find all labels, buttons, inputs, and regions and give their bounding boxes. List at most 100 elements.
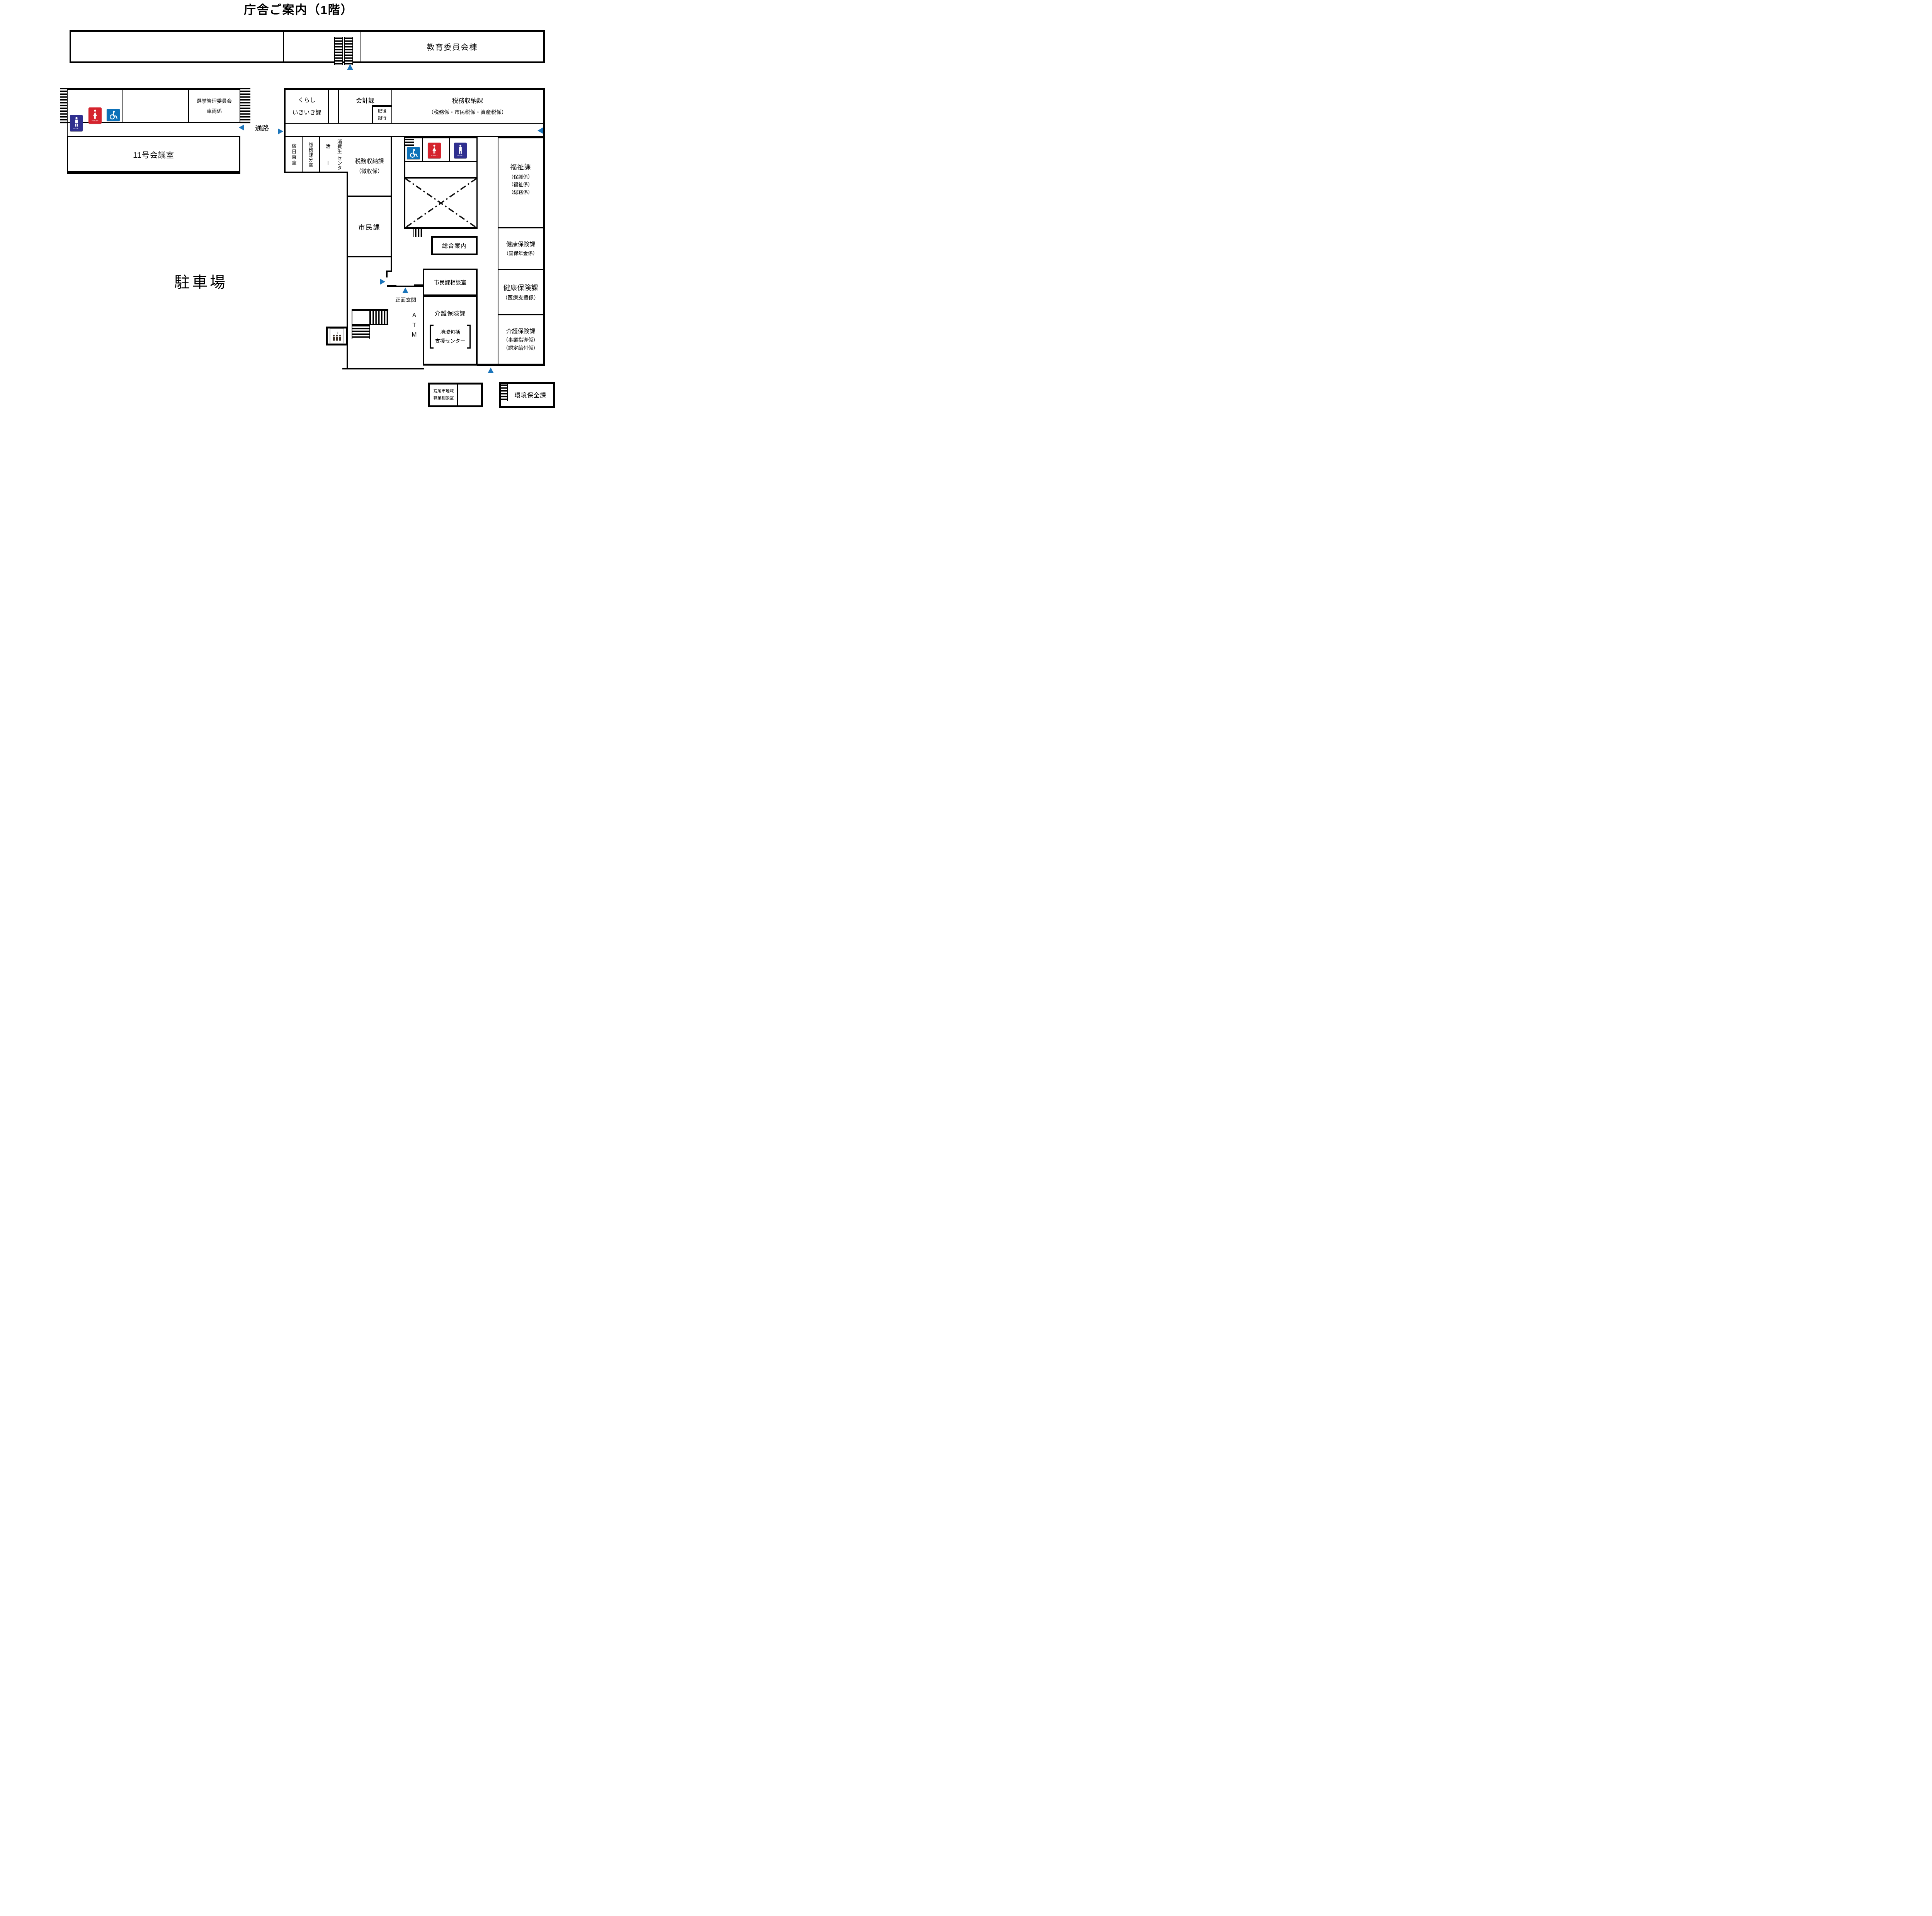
room-education-wing: 教育委員会棟: [427, 43, 478, 52]
environment-block: 環境保全課: [499, 382, 555, 408]
east-wing-column: 福祉課 （保護係） （福祉係） （総務係） 健康保険課 （国保年金係） 健康保険…: [498, 137, 543, 364]
education-wing-building: 教育委員会棟: [70, 30, 545, 63]
room-label: 税務収納課: [452, 98, 483, 105]
room-tax-main: 税務収納課 （税務係・市民税係・資産税係）: [392, 90, 543, 123]
toilet-sign-label: TOILET: [457, 154, 464, 157]
wall: [67, 123, 68, 136]
stairs-hatch: [352, 325, 370, 339]
room-citizen: 市民課: [358, 223, 381, 231]
room-label: 介護保険課: [434, 310, 466, 317]
wall: [338, 90, 339, 123]
room-kaigo-insurance: 介護保険課 地域包括 支援センター: [423, 296, 478, 366]
room-night-duty: 宿日直室: [291, 143, 296, 166]
wheelchair-access-icon: [107, 109, 120, 121]
room-label: （事業指導係）: [503, 337, 538, 343]
wall: [449, 138, 450, 161]
room-label: 福祉課: [510, 163, 531, 171]
elevator-people-icon: [332, 334, 341, 341]
womens-toilet-icon: TOILET: [428, 143, 441, 158]
womens-toilet-icon: TOILET: [88, 107, 102, 124]
toilet-sign-label: TOILET: [73, 127, 80, 129]
wall: [387, 285, 396, 287]
wall: [457, 385, 458, 405]
room-citizen-consult: 市民課相談室: [423, 269, 478, 296]
atm-letter: A: [412, 312, 417, 319]
room-tax-collection: 税務収納課 （徴収係）: [348, 137, 391, 196]
wall: [284, 172, 348, 173]
main-entrance-label: 正面玄関: [395, 297, 416, 303]
room-label: 支援センター: [435, 338, 465, 344]
wall: [284, 136, 545, 137]
room-label: センター: [325, 155, 342, 170]
stairs-cell: [352, 311, 370, 325]
wall: [286, 123, 544, 124]
wall: [386, 271, 392, 272]
room-health-insurance-2: 健康保険課 （医療支援係）: [498, 270, 543, 314]
wall: [347, 256, 392, 257]
toilet-sign-label: TOILET: [92, 119, 99, 122]
central-toilet-block: [404, 137, 478, 229]
bracket-left-icon: [429, 325, 434, 349]
wall: [498, 227, 543, 228]
arrow-left-icon: [537, 128, 543, 134]
shaft-hatch: [405, 138, 414, 146]
wall: [328, 90, 329, 123]
stairs-hatch: [334, 37, 343, 65]
room-consumer-center: 消費生活 センター: [320, 138, 347, 171]
wall: [498, 314, 543, 315]
wall: [302, 137, 303, 172]
wall: [405, 177, 476, 179]
wall: [498, 269, 543, 270]
room-label: 地域包括: [440, 329, 460, 335]
room-label: （総務係）: [509, 190, 533, 195]
page-title: 庁舎ご案内（1階）: [244, 3, 354, 17]
arrow-up-icon: [488, 368, 494, 373]
floor-plan: 庁舎ご案内（1階） 教育委員会棟 選挙管理委員会 車両係 TOILET TOIL…: [0, 0, 597, 422]
job-consult-block: 荒尾市地域 職業相談室: [428, 383, 483, 407]
wall: [342, 368, 424, 369]
room-somu-branch: 総務課分室: [308, 142, 313, 167]
toilet-sign-label: TOILET: [431, 154, 438, 157]
wall: [414, 284, 423, 287]
room-label: いきいき課: [292, 109, 321, 116]
wall: [422, 138, 423, 161]
room-environment: 環境保全課: [514, 392, 546, 399]
arrow-up-icon: [347, 64, 353, 70]
mens-toilet-icon: TOILET: [70, 115, 83, 131]
wall: [122, 90, 123, 122]
room-label: 車両係: [206, 108, 222, 114]
room-kaigo-insurance-2: 介護保険課 （事業指導係） （認定給付係）: [498, 315, 543, 364]
wall: [284, 88, 545, 90]
room-kurashi-ikiiki: くらし いきいき課: [286, 90, 328, 123]
room-label: （国保年金係）: [503, 250, 538, 256]
void-area-x: [405, 179, 476, 228]
bracket-right-icon: [467, 325, 471, 349]
wall: [477, 364, 545, 366]
wall: [283, 32, 284, 61]
wall: [396, 286, 414, 287]
wheelchair-access-icon: [407, 147, 420, 159]
mens-toilet-icon: TOILET: [454, 143, 467, 158]
wall: [188, 90, 189, 122]
wall: [391, 90, 392, 123]
elevator-icon: ↑↓: [329, 328, 344, 344]
info-desk: 総合案内: [431, 236, 478, 255]
room-label: （徴収係）: [356, 168, 383, 175]
shaft-hatch: [413, 229, 422, 237]
room-label: 健康保険課: [506, 241, 535, 248]
wall: [405, 161, 476, 162]
room-accounting: 会計課: [355, 98, 374, 104]
room-label: （医療支援係）: [502, 294, 539, 301]
elevator-room: ↑↓: [326, 327, 348, 345]
stairs-hatch: [370, 311, 388, 325]
wall: [391, 256, 392, 272]
stairs-hatch: [501, 384, 508, 401]
room-label: 職業相談室: [433, 396, 454, 400]
room-label: 介護保険課: [506, 328, 535, 335]
stairs-hatch: [240, 88, 250, 124]
room-job-consult: 荒尾市地域 職業相談室: [430, 385, 457, 405]
arrow-right-icon: [380, 279, 385, 285]
parking-label: 駐車場: [174, 274, 228, 291]
room-label: （認定給付係）: [503, 345, 538, 351]
room-welfare: 福祉課 （保護係） （福祉係） （総務係）: [498, 162, 543, 196]
